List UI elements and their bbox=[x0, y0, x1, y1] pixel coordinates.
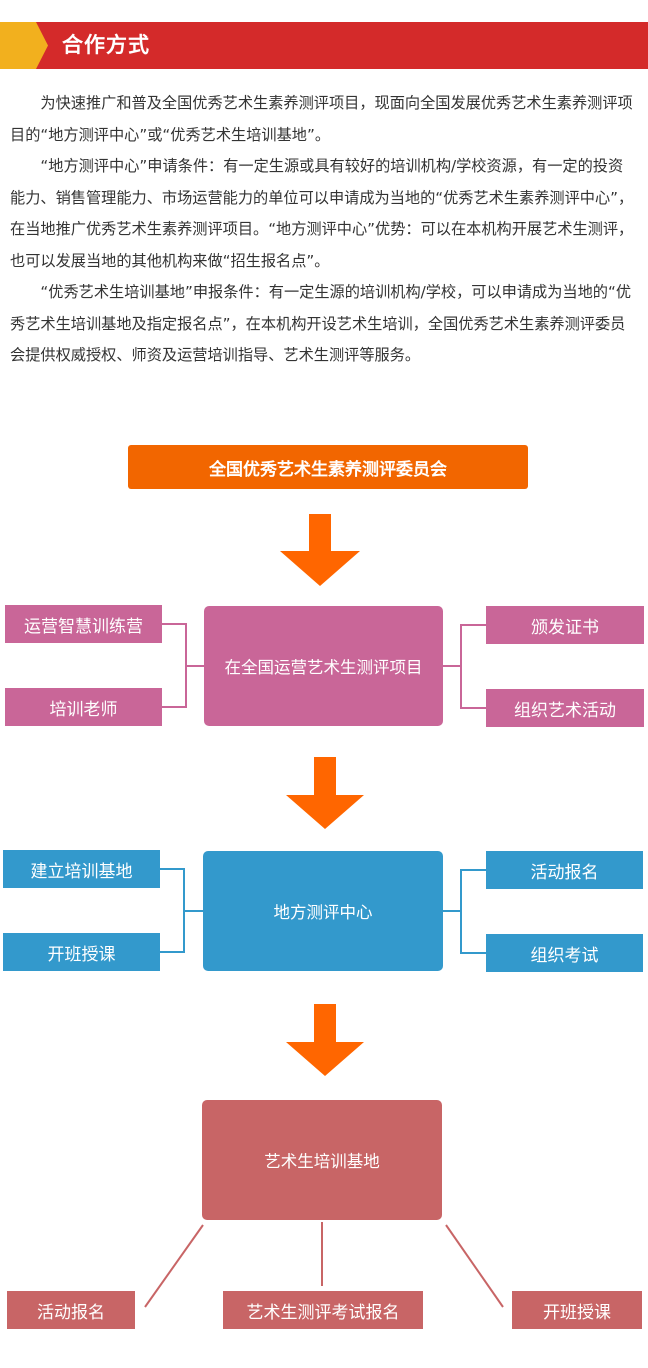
connector-line bbox=[144, 1224, 204, 1308]
level3-bottom-item-2: 艺术生测评考试报名 bbox=[223, 1291, 423, 1329]
level2-left-item-2: 开班授课 bbox=[3, 933, 160, 971]
connector-line bbox=[460, 869, 486, 954]
level3-bottom-item-3: 开班授课 bbox=[512, 1291, 642, 1329]
level3-center-box: 艺术生培训基地 bbox=[202, 1100, 442, 1220]
level2-right-item-1: 活动报名 bbox=[486, 851, 643, 889]
connector-line bbox=[160, 868, 185, 953]
intro-paragraph-3: “优秀艺术生培训基地”申报条件：有一定生源的培训机构/学校，可以申请成为当地的“… bbox=[10, 283, 632, 364]
level3-bottom-item-1: 活动报名 bbox=[7, 1291, 135, 1329]
down-arrow-icon bbox=[286, 1004, 364, 1076]
level2-left-item-1: 建立培训基地 bbox=[3, 850, 160, 888]
connector-line bbox=[162, 623, 187, 708]
page-title: 合作方式 bbox=[62, 33, 150, 57]
intro-paragraph-2: “地方测评中心”申请条件：有一定生源或具有较好的培训机构/学校资源，有一定的投资… bbox=[10, 157, 634, 270]
down-arrow-icon bbox=[280, 514, 360, 586]
connector-line bbox=[460, 624, 486, 709]
level2-right-item-2: 组织考试 bbox=[486, 934, 643, 972]
level1-left-item-1: 运营智慧训练营 bbox=[5, 605, 162, 643]
header-badge-icon bbox=[0, 22, 48, 69]
intro-text: 为快速推广和普及全国优秀艺术生素养测评项目，现面向全国发展优秀艺术生素养测评项目… bbox=[10, 88, 638, 372]
level2-center-box: 地方测评中心 bbox=[203, 851, 443, 971]
level1-right-item-1: 颁发证书 bbox=[486, 606, 644, 644]
committee-box: 全国优秀艺术生素养测评委员会 bbox=[128, 445, 528, 489]
section-header: 合作方式 bbox=[0, 22, 648, 69]
connector-line bbox=[445, 1224, 504, 1308]
intro-paragraph-1: 为快速推广和普及全国优秀艺术生素养测评项目，现面向全国发展优秀艺术生素养测评项目… bbox=[10, 94, 633, 144]
down-arrow-icon bbox=[286, 757, 364, 829]
level1-left-item-2: 培训老师 bbox=[5, 688, 162, 726]
header-banner bbox=[28, 22, 648, 69]
level1-right-item-2: 组织艺术活动 bbox=[486, 689, 644, 727]
level1-center-box: 在全国运营艺术生测评项目 bbox=[204, 606, 443, 726]
